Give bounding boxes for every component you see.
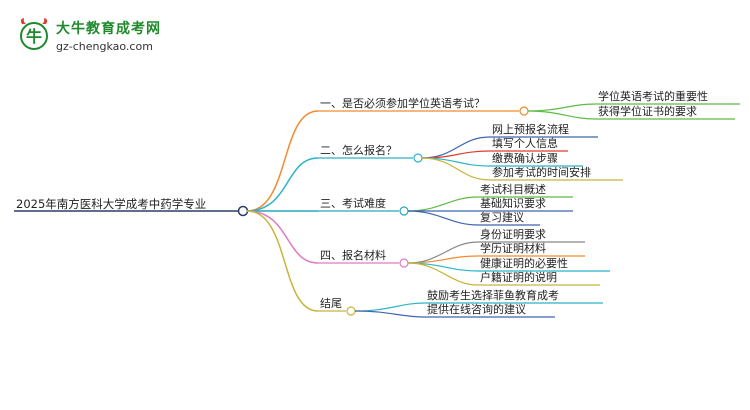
leaf-4-4: 户籍证明的说明 <box>480 271 557 284</box>
leaf-3-2: 基础知识要求 <box>480 197 546 210</box>
site-logo: 牛 大牛教育成考网 gz-chengkao.com <box>16 14 166 58</box>
leaf-5-2: 提供在线咨询的建议 <box>427 303 526 316</box>
leaf-3-3: 复习建议 <box>480 211 524 224</box>
branch-1-node <box>519 106 529 116</box>
branch-2-label: 二、怎么报名？ <box>320 144 397 157</box>
connector-branch-4 <box>246 210 319 264</box>
leaf-1-1: 学位英语考试的重要性 <box>598 90 708 103</box>
logo-mark-text: 牛 <box>26 27 42 46</box>
leaf-2-4: 参加考试的时间安排 <box>492 166 591 179</box>
branch-2-node <box>413 153 423 163</box>
leaf-2-3: 缴费确认步骤 <box>492 152 558 165</box>
leaf-2-1: 网上预报名流程 <box>492 123 569 136</box>
mindmap-root: 2025年南方医科大学成考中药学专业 <box>16 197 207 211</box>
leaf-4-1: 身份证明要求 <box>480 228 546 241</box>
leaf-1-2: 获得学位证书的要求 <box>598 105 697 118</box>
branch-3-node <box>399 206 409 216</box>
bull-logo-icon: 牛 <box>20 18 48 50</box>
branch-4-label: 四、报名材料 <box>320 249 386 262</box>
leaf-4-2: 学历证明材料 <box>480 242 546 255</box>
leaf-3-1: 考试科目概述 <box>480 183 546 196</box>
connector-branch-5 <box>246 210 319 312</box>
connector-branch-2 <box>246 157 319 212</box>
branch-5-node <box>346 306 356 316</box>
leaf-4-3: 健康证明的必要性 <box>480 257 568 270</box>
branch-1-label: 一、是否必须参加学位英语考试？ <box>320 97 485 110</box>
connector-branch-1 <box>246 110 319 212</box>
branch-5-label: 结尾 <box>320 297 342 310</box>
root-node <box>237 205 249 217</box>
leaf-2-2: 填写个人信息 <box>492 137 558 150</box>
branch-4-node <box>399 258 409 268</box>
branch-3-label: 三、考试难度 <box>320 197 386 210</box>
logo-url: gz-chengkao.com <box>56 40 153 53</box>
leaf-5-1: 鼓励考生选择菲鱼教育成考 <box>427 289 559 302</box>
logo-title: 大牛教育成考网 <box>56 21 161 37</box>
